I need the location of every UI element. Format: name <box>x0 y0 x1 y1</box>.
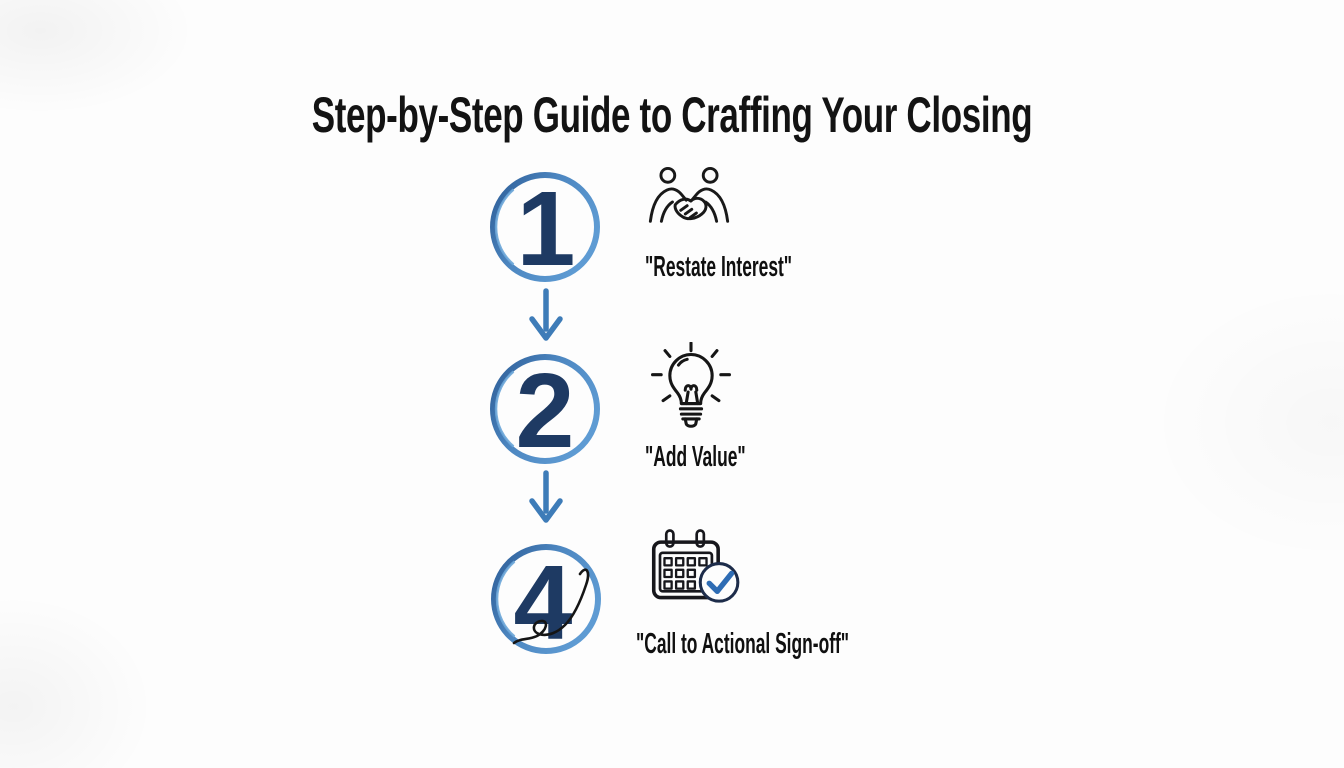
step-circle-2: 2 <box>490 352 600 468</box>
cursive-scribble-overlay <box>512 568 590 645</box>
circle-outline <box>490 172 600 282</box>
page-title: Step-by-Step Guide to Craffing Your Clos… <box>311 86 1033 143</box>
down-arrow-icon <box>529 288 563 341</box>
step-circle-3: 4 <box>491 544 601 658</box>
check-mark <box>706 570 735 594</box>
circle-double-stroke <box>494 188 515 266</box>
step-number-1: 1 <box>517 170 576 286</box>
step-label-2: "Add Value" <box>645 441 746 473</box>
step-circle-1: 1 <box>490 170 600 286</box>
step-number-2: 2 <box>516 352 575 468</box>
circle-outline <box>491 544 601 654</box>
calendar-check-icon <box>651 529 740 603</box>
handshake-icon <box>648 166 730 223</box>
down-arrow-icon <box>529 470 563 523</box>
step-label-3: "Call to Actional Sign-off" <box>636 628 850 660</box>
step-label-1: "Restate Interest" <box>645 251 793 283</box>
circle-outline <box>490 354 600 464</box>
circle-double-stroke <box>495 560 516 638</box>
lightbulb-icon <box>651 342 731 428</box>
circle-double-stroke <box>494 370 515 448</box>
check-circle <box>698 562 740 603</box>
